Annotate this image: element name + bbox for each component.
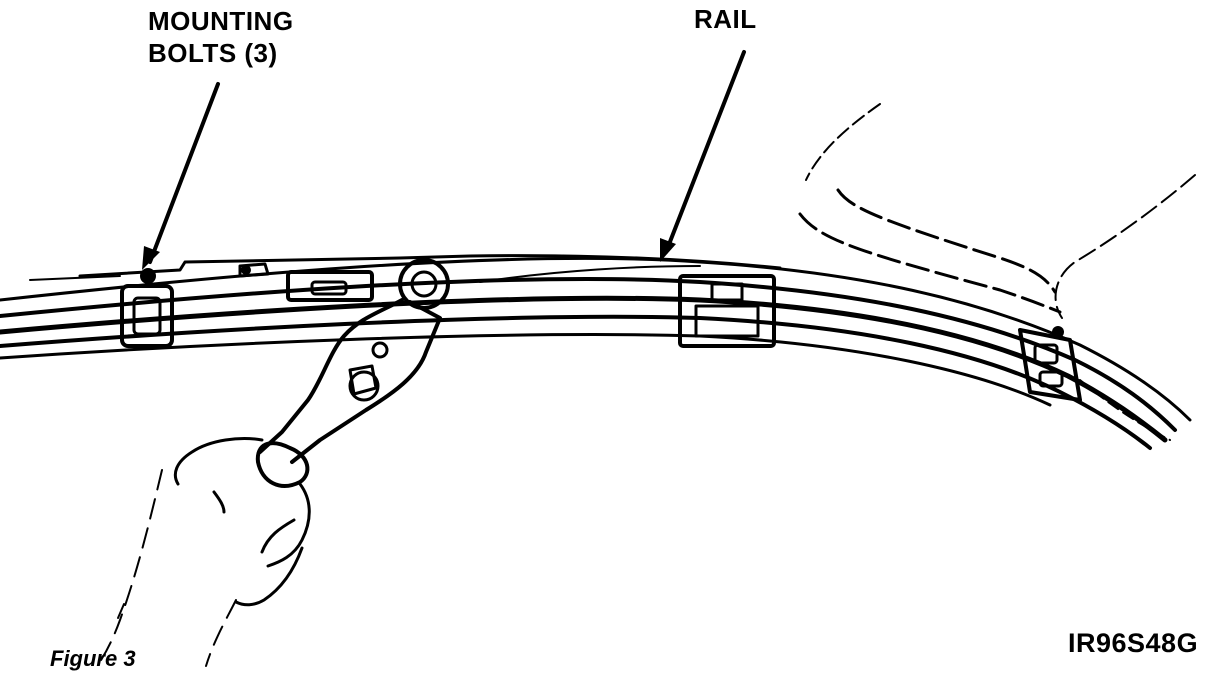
roof-opening-outline (798, 103, 1196, 441)
illustration-code: IR96S48G (1068, 628, 1199, 658)
mounting-bolts-arrowhead (142, 246, 160, 270)
mounting-bolts-label: MOUNTING BOLTS (3) (148, 8, 294, 72)
leader-arrows (142, 50, 746, 270)
mounting-bolt-2 (241, 265, 251, 275)
ratchet-wrench (258, 258, 450, 464)
right-end-clip (1018, 326, 1082, 402)
mounting-bolts-label-line2: BOLTS (3) (148, 38, 278, 68)
figure-caption: Figure 3 (50, 646, 136, 671)
rail-arrow-shaft (664, 50, 746, 254)
rail-label: RAIL (694, 4, 757, 34)
left-mount-block (120, 268, 174, 348)
mounting-bolts-arrow-shaft (148, 82, 220, 264)
rail-body (0, 254, 1192, 450)
hand (95, 437, 311, 669)
mounting-bolt-3 (1052, 326, 1064, 338)
rail-arrowhead (660, 238, 676, 262)
rail-clip (479, 265, 776, 348)
top-bracket (238, 262, 374, 302)
mounting-bolt-1 (140, 268, 156, 284)
mounting-bolts-label-line1: MOUNTING (148, 6, 294, 36)
